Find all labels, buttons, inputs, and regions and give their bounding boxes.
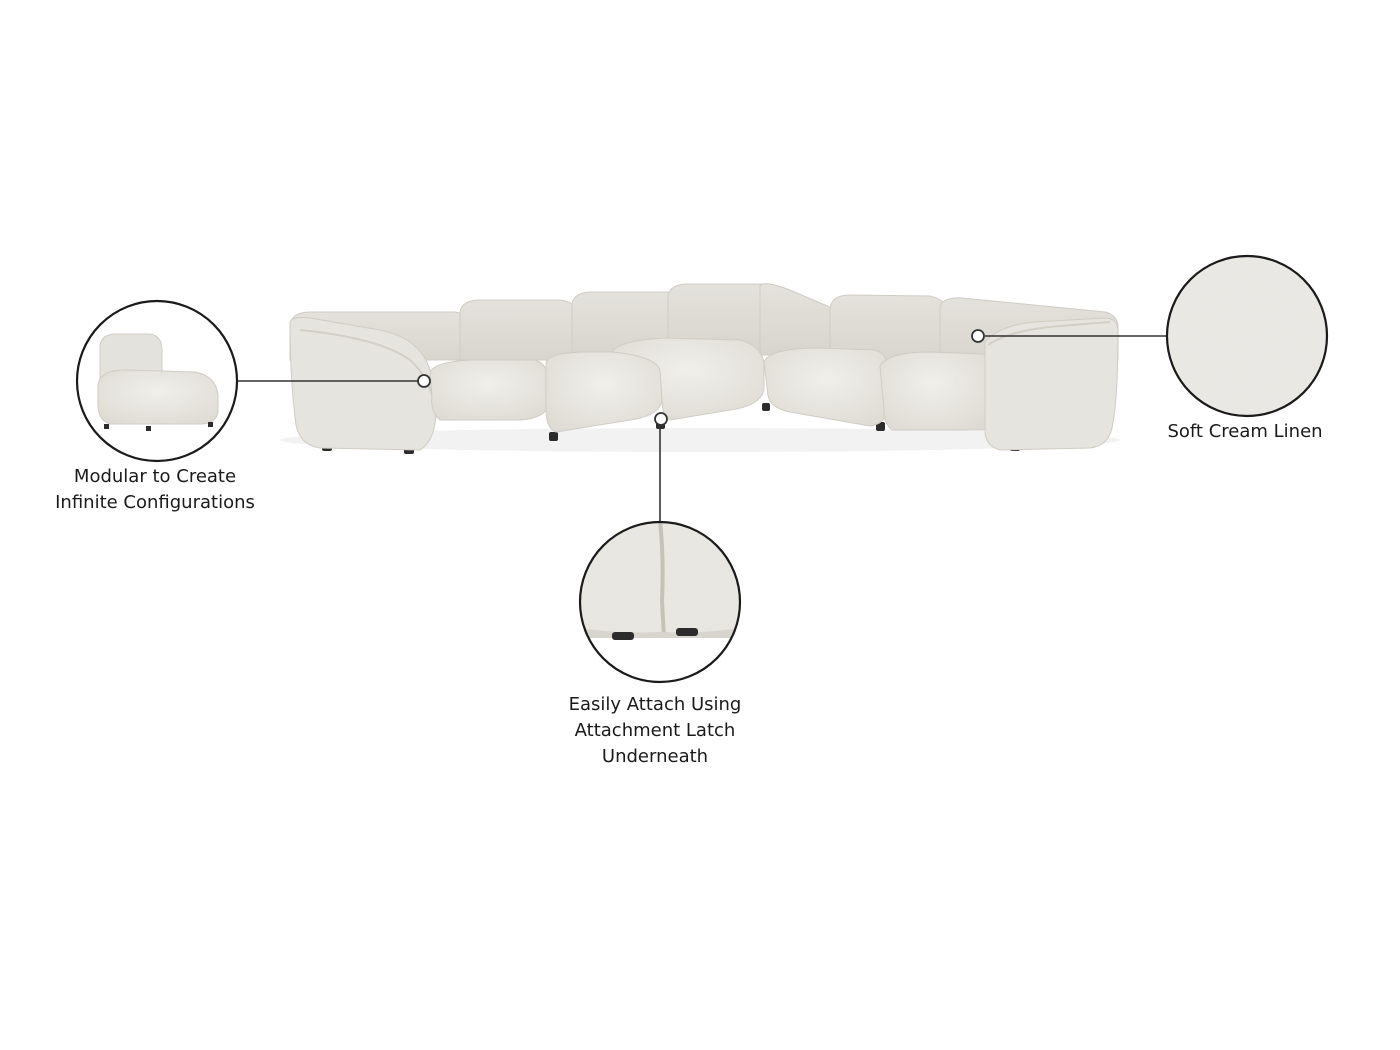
callout-label-modular: Modular to Create Infinite Configuration… [30, 464, 280, 516]
callout-text-line: Modular to Create [73, 466, 237, 487]
callout-text-line: Infinite Configurations [55, 492, 255, 513]
callout-anchor-dots [417, 329, 985, 426]
anchor-dot-right [971, 329, 985, 343]
callout-label-linen: Soft Cream Linen [1140, 419, 1350, 445]
latch-foot-right [676, 628, 698, 636]
right-arm [984, 317, 1119, 451]
callout-label-attach: Easily Attach Using Attachment Latch Und… [530, 692, 780, 770]
armless-chair [97, 333, 219, 431]
zoom-circle-attach [578, 520, 742, 684]
callout-text-line: Attachment Latch [574, 720, 736, 741]
zoom-circle-linen [1165, 254, 1329, 418]
anchor-dot-middle [654, 412, 668, 426]
latch-foot-left [612, 632, 634, 640]
zoom-circle-modular [75, 299, 239, 463]
callout-text-line: Easily Attach Using [568, 694, 742, 715]
callout-text-line: Underneath [601, 746, 709, 767]
sectional-sofa [280, 283, 1120, 454]
anchor-dot-left [417, 374, 431, 388]
seat-cushions [429, 337, 986, 433]
callout-text-line: Soft Cream Linen [1167, 421, 1323, 442]
callout-lines [237, 335, 1167, 522]
